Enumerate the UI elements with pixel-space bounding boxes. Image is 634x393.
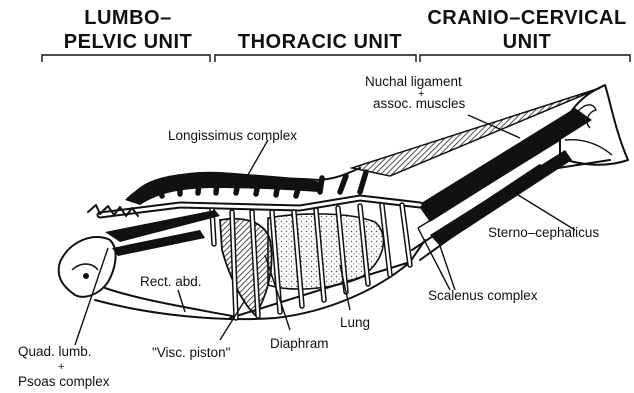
label-longissimus: Longissimus complex (168, 128, 297, 143)
rectus-abdominis (105, 288, 232, 316)
label-diaphram: Diaphram (270, 336, 329, 351)
label-nuchal-line2: assoc. muscles (373, 96, 466, 111)
label-nuchal-line1: Nuchal ligament (365, 74, 462, 89)
lumbopelvic-bracket (42, 55, 210, 62)
label-psoas: Psoas complex (18, 374, 110, 389)
label-quad-plus: + (58, 361, 64, 373)
pelvis (59, 210, 232, 316)
label-lung: Lung (340, 315, 370, 330)
unit-brackets (42, 55, 630, 62)
thoracic-title: THORACIC UNIT (238, 31, 402, 53)
label-scalenus: Scalenus complex (428, 288, 538, 303)
lumbopelvic-title-line2: PELVIC UNIT (64, 31, 192, 53)
lumbopelvic-title-line1: LUMBO– (84, 7, 171, 29)
label-rect-abd: Rect. abd. (140, 274, 202, 289)
label-quad-lumb: Quad. lumb. (18, 344, 92, 359)
leader-rect-abd (178, 290, 185, 312)
craniocervical-title-line1: CRANIO–CERVICAL (427, 7, 626, 29)
thoracic-bracket (215, 55, 416, 62)
craniocervical-title-line2: UNIT (503, 31, 552, 53)
leader-sterno (510, 190, 575, 230)
longissimus-muscle (125, 172, 322, 205)
craniocervical-bracket (420, 55, 630, 62)
label-visc-piston: "Visc. piston" (152, 345, 231, 360)
diaphragm (220, 219, 272, 315)
label-sterno-cephalicus: Sterno–cephalicus (488, 225, 599, 240)
leader-longissimus (245, 140, 268, 180)
